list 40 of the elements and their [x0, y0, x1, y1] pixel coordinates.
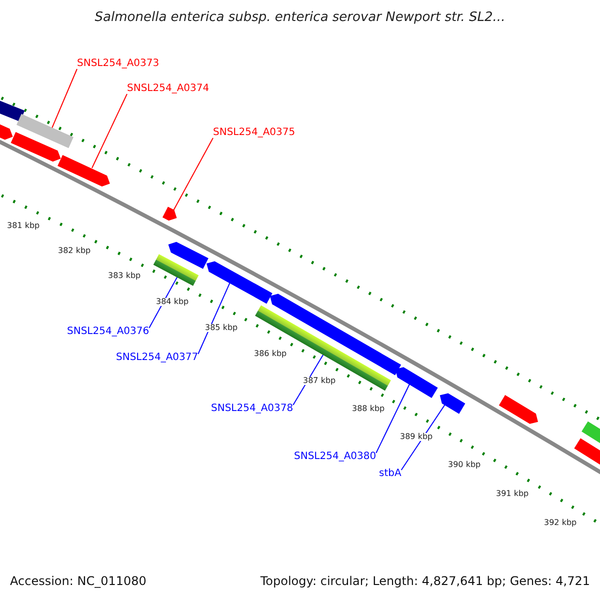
scale-label: 387 kbp — [302, 377, 337, 385]
scale-label: 388 kbp — [351, 405, 386, 413]
scale-label: 389 kbp — [399, 433, 434, 441]
gene-feature-bar — [58, 154, 110, 187]
gene-label: stbA — [379, 469, 402, 479]
scale-label: 383 kbp — [107, 272, 142, 280]
leader-line — [376, 382, 411, 454]
scale-label: 391 kbp — [495, 490, 530, 498]
gene-feature-bar — [168, 242, 208, 269]
title: Salmonella enterica subsp. enterica serovar Newport str. SL2... — [94, 11, 506, 24]
leader-line — [148, 275, 178, 328]
gene-label: SNSL254_A0373 — [77, 59, 160, 69]
gene-label: SNSL254_A0374 — [127, 84, 210, 94]
gene-feature-bar — [206, 261, 272, 304]
gene-label: SNSL254_A0375 — [213, 128, 296, 138]
gene-feature-bar — [10, 132, 61, 162]
gene-label: SNSL254_A0377 — [116, 353, 198, 363]
scale-label: 390 kbp — [447, 461, 482, 469]
footer-text: Accession: NC_011080 — [10, 575, 146, 587]
gene-feature-bar — [255, 305, 391, 391]
gene-feature-bar — [16, 114, 74, 148]
gene-feature-bar — [162, 206, 177, 221]
gene-label: SNSL254_A0378 — [211, 404, 294, 414]
scale-label: 385 kbp — [204, 324, 239, 332]
scale-label: 381 kbp — [6, 222, 41, 230]
gene-feature-bar — [395, 367, 438, 398]
scale-label: 382 kbp — [57, 247, 92, 255]
gene-feature-bar — [440, 393, 466, 414]
gene-feature-bar — [498, 395, 538, 424]
gene-feature-bar — [270, 294, 402, 376]
footer-text: Topology: circular; Length: 4,827,641 bp; Genes: 4,721 — [260, 575, 590, 587]
scale-label: 384 kbp — [155, 298, 190, 306]
gene-feature-bar — [153, 254, 199, 286]
scale-label: 386 kbp — [253, 350, 288, 358]
leader-line — [92, 94, 128, 168]
leader-line — [52, 68, 78, 128]
scale-label: 392 kbp — [543, 519, 578, 527]
gene-label: SNSL254_A0376 — [67, 327, 150, 337]
leader-line — [400, 402, 446, 470]
gene-label: SNSL254_A0380 — [294, 452, 376, 462]
